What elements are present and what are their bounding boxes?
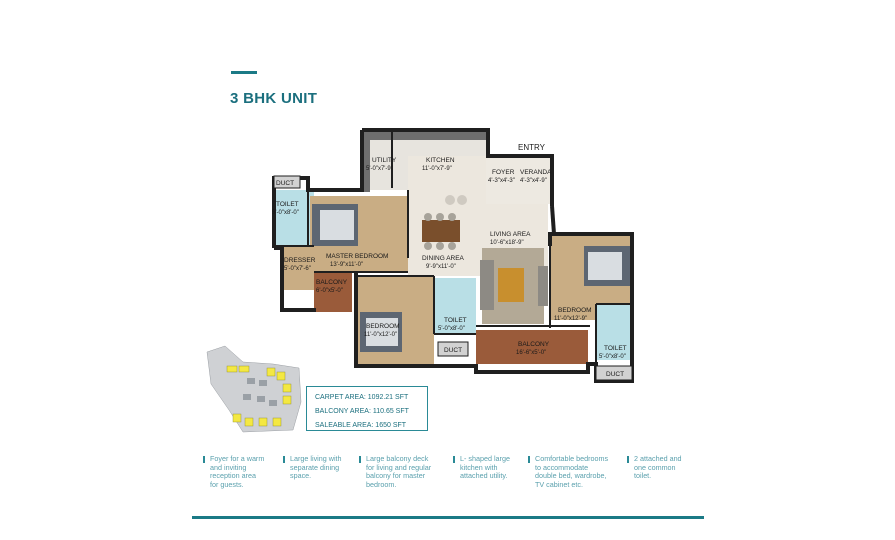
page-title: 3 BHK UNIT (230, 90, 318, 107)
toilet-mid-dims: 5'-0"x8'-0" (438, 326, 465, 332)
toilet-left-name: TOILET (276, 201, 299, 208)
bedroom-right-name: BEDROOM (558, 307, 592, 314)
utility-name: UTILITY (372, 157, 397, 164)
key-plan-map (206, 345, 302, 433)
utility-dims: 5'-0"x7'-9" (366, 166, 393, 172)
bedroom-mid-name: BEDROOM (366, 323, 400, 330)
living-dims: 10'-6"x18'-9" (490, 240, 524, 246)
area-summary-box: CARPET AREA: 1092.21 SFT BALCONY AREA: 1… (306, 386, 428, 431)
dining-dims: 9'-9"x11'-0" (426, 264, 456, 270)
duct-mid-label: DUCT (444, 347, 462, 354)
master-bedroom-dims: 13'-9"x11'-0" (330, 262, 363, 268)
feature-bedrooms: Comfortable bedrooms to accommodate doub… (528, 454, 618, 489)
entry-label: ENTRY (518, 143, 546, 152)
foyer-dims: 4'-3"x4'-3" (488, 178, 515, 184)
kitchen-name: KITCHEN (426, 157, 455, 164)
dining-name: DINING AREA (422, 255, 465, 262)
master-bedroom-name: MASTER BEDROOM (326, 253, 388, 260)
floor-plan: ENTRY DUCT UTILITY 5'-0"x7'-9" KITCHEN 1… (272, 128, 634, 383)
toilet-right-name: TOILET (604, 345, 627, 352)
veranda-name: VERANDA (520, 169, 552, 176)
feature-balcony: Large balcony deck for living and regula… (359, 454, 443, 489)
feature-kitchen: L- shaped large kitchen with attached ut… (453, 454, 519, 481)
saleable-area: SALEABLE AREA: 1650 SFT (315, 422, 407, 429)
feature-list: Foyer for a warm and inviting reception … (203, 454, 703, 505)
title-accent-bar (231, 71, 257, 74)
balcony-small-dims: 6'-0"x5'-0" (316, 288, 343, 294)
balcony-small-name: BALCONY (316, 279, 348, 286)
carpet-area: CARPET AREA: 1092.21 SFT (315, 394, 409, 401)
bottom-rule (192, 516, 704, 519)
balcony-large-name: BALCONY (518, 341, 550, 348)
kitchen-dims: 11'-0"x7'-9" (422, 166, 452, 172)
veranda-dims: 4'-3"x4'-9" (520, 178, 547, 184)
duct-right-label: DUCT (606, 371, 624, 378)
duct-top-label: DUCT (276, 180, 294, 187)
feature-living: Large living with separate dining space. (283, 454, 355, 481)
feature-toilets: 2 attached and one common toilet. (627, 454, 697, 481)
balcony-large-dims: 16'-6"x5'-0" (516, 350, 546, 356)
dresser-dims: 5'-0"x7'-6" (284, 266, 311, 272)
living-name: LIVING AREA (490, 231, 531, 238)
toilet-mid-name: TOILET (444, 317, 467, 324)
toilet-right-dims: 5'-0"x8'-0" (599, 354, 626, 360)
bedroom-right-dims: 11'-0"x12'-9" (554, 316, 587, 322)
feature-foyer: Foyer for a warm and inviting reception … (203, 454, 273, 489)
bedroom-mid-dims: 11'-0"x12'-0" (364, 332, 397, 338)
balcony-area: BALCONY AREA: 110.65 SFT (315, 408, 409, 415)
dresser-name: DRESSER (284, 257, 316, 264)
toilet-left-dims: 5'-0"x8'-0" (272, 210, 299, 216)
foyer-name: FOYER (492, 169, 515, 176)
